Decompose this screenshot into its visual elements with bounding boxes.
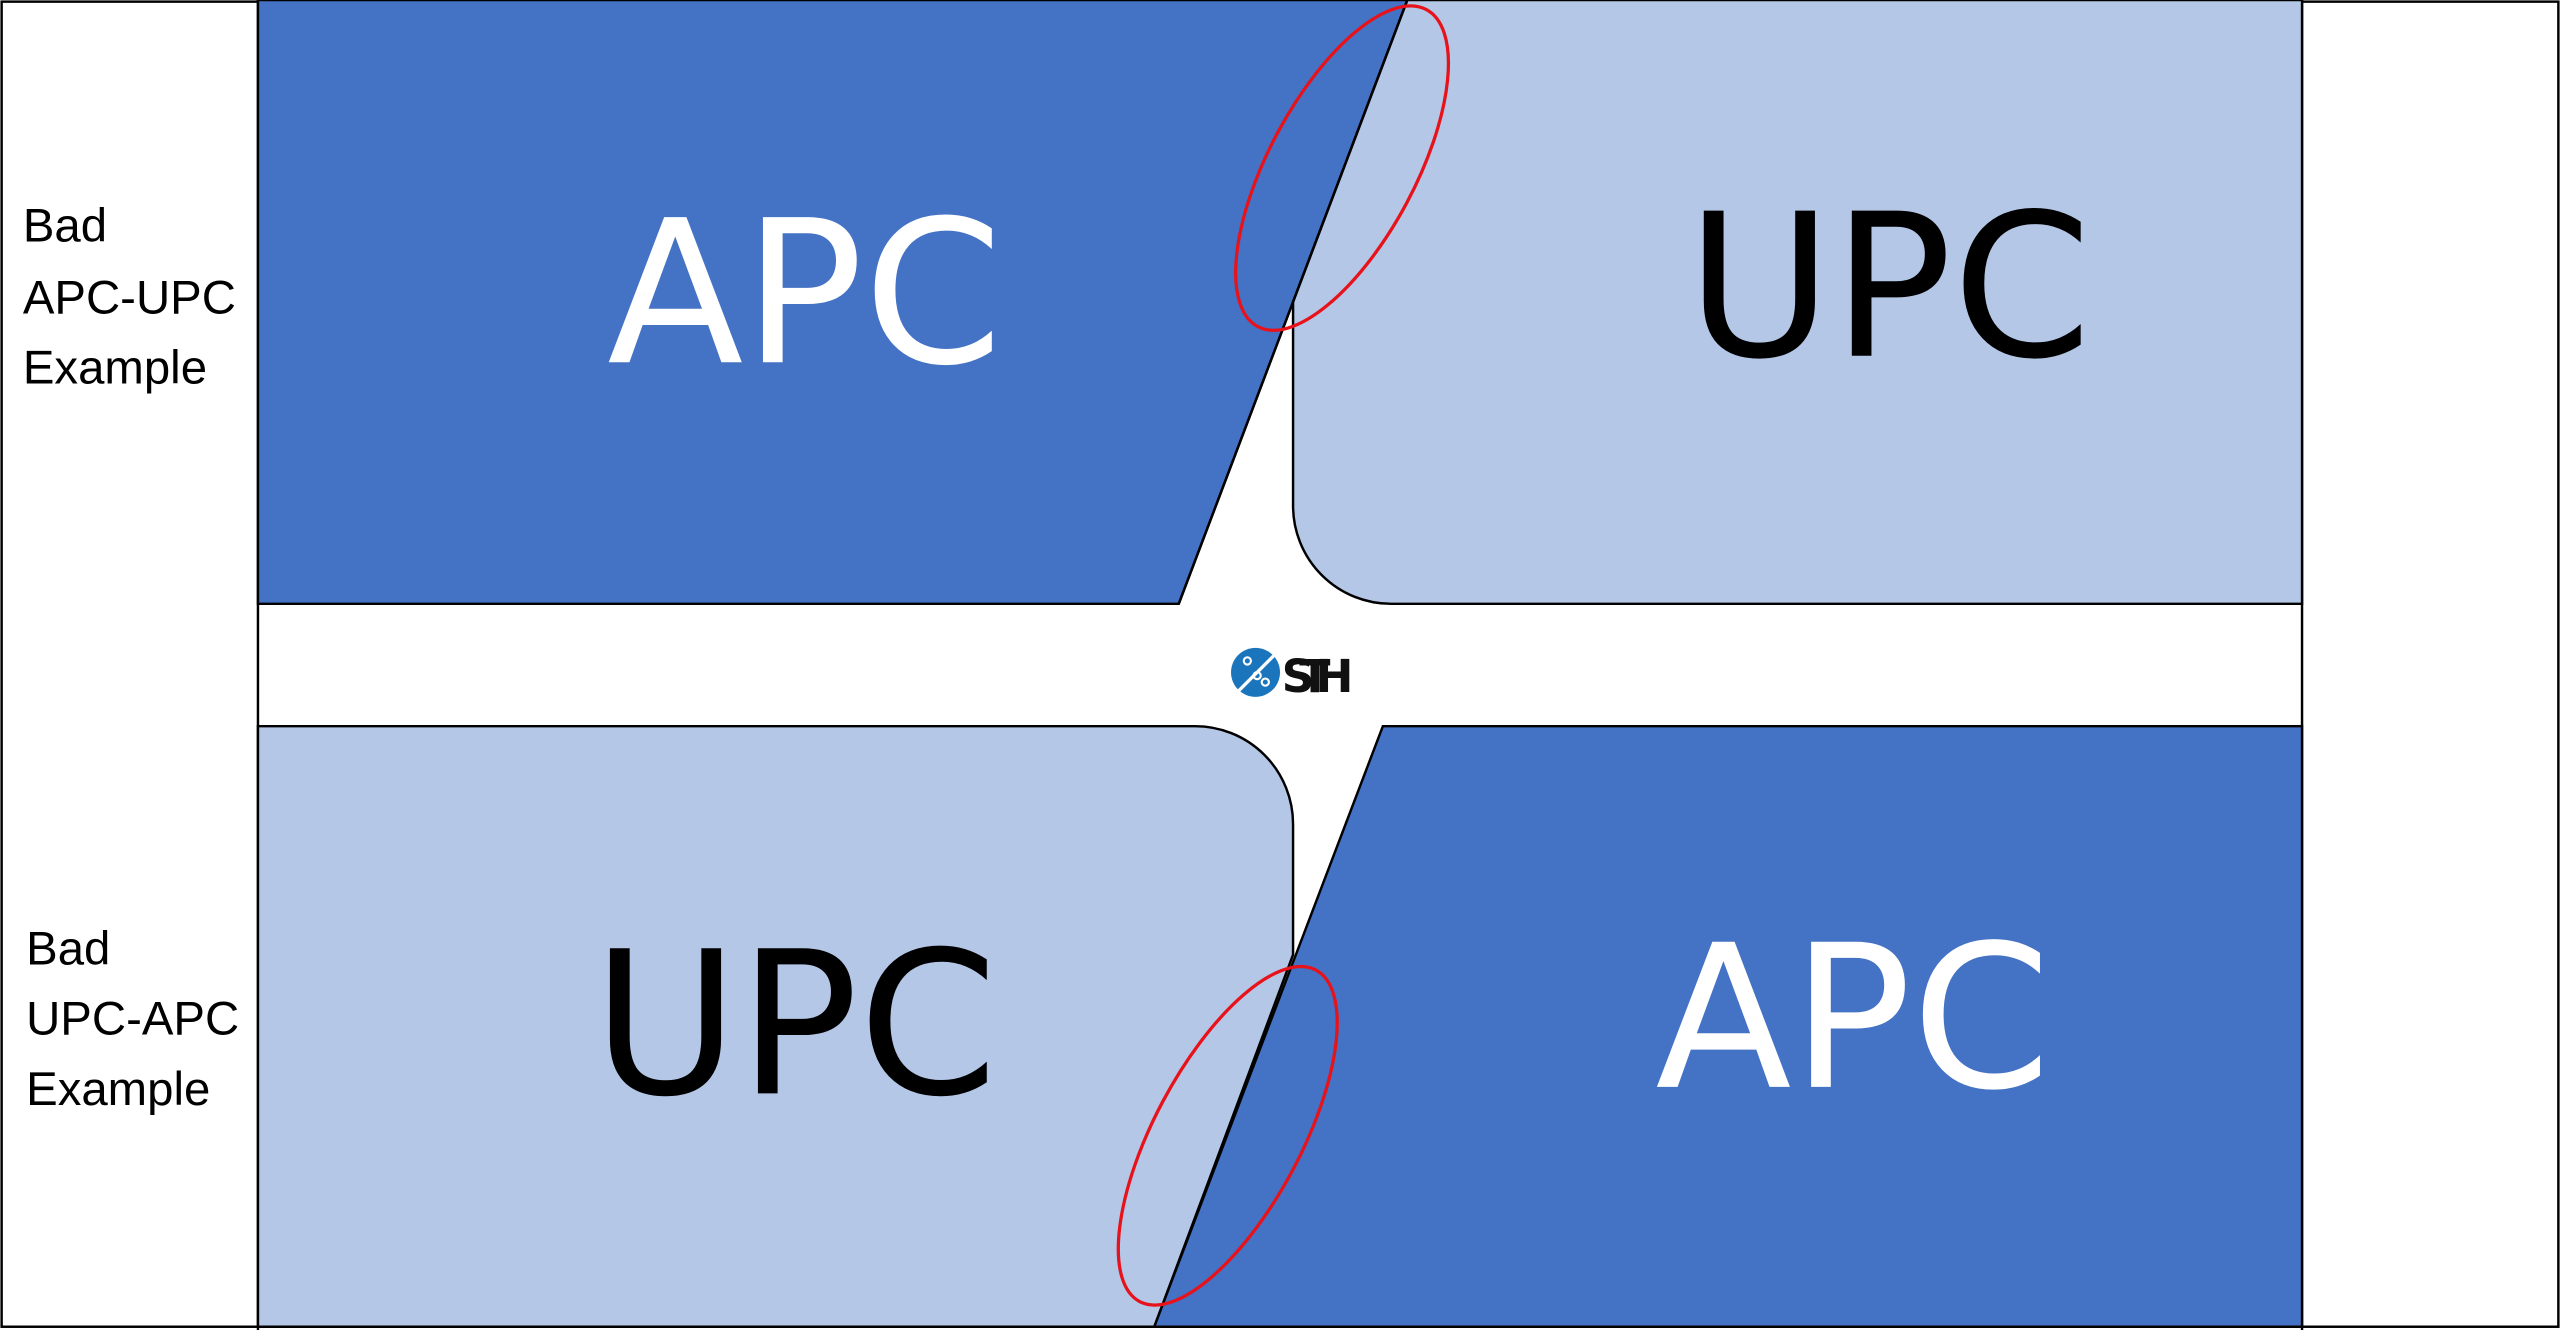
top-highlight-ellipse	[1234, 4, 1451, 332]
top-label-line: Bad	[23, 200, 107, 253]
top-label-line: Example	[23, 342, 207, 395]
bottom-label-line: Example	[26, 1063, 210, 1116]
top-label-line: APC-UPC	[23, 271, 236, 324]
bottom-highlight-ellipse	[1116, 964, 1339, 1307]
bottom-upc-label: UPC	[593, 908, 998, 1140]
top-apc-edge	[1177, 0, 1409, 605]
top-upc-label: UPC	[1686, 171, 2091, 403]
sth-logo: STH	[1231, 647, 1354, 703]
top-apc-label: APC	[607, 177, 1002, 409]
top-upc-connector	[1291, 0, 2304, 606]
bottom-label-line: Bad	[26, 922, 110, 975]
bottom-upc-connector	[256, 724, 1295, 1328]
bottom-label: Bad UPC-APC Example	[26, 922, 252, 1115]
bottom-apc-label: APC	[1655, 902, 2050, 1134]
bottom-apc-connector	[1152, 724, 2304, 1328]
top-apc-connector	[256, 0, 1409, 606]
bottom-label-line: UPC-APC	[26, 993, 239, 1046]
top-label: Bad APC-UPC Example	[23, 200, 249, 395]
logo-text: STH	[1282, 650, 1354, 703]
